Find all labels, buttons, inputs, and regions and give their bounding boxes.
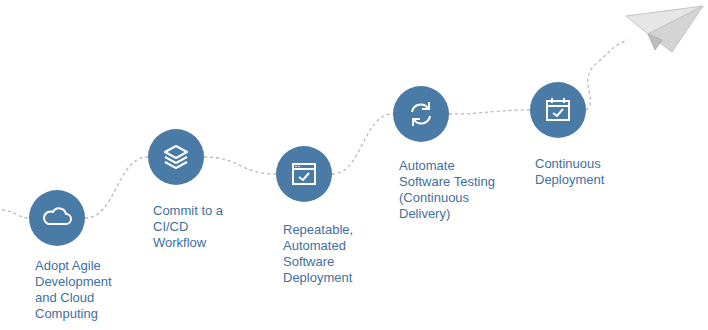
step-circle: Commit to a CI/CD Workflow [148,129,204,185]
step-icon [29,190,85,246]
step-circle: Continuous Deployment [530,82,586,138]
step-circle: Automate Software Testing (Continuous De… [393,86,449,142]
step-icon [148,129,204,185]
step-label: Adopt Agile Development and Cloud Comput… [35,258,127,322]
lead-in-line [2,210,29,218]
tail-line [586,40,628,110]
dashed-path [332,114,393,174]
step-icon [530,82,586,138]
step-icon [276,146,332,202]
paper-plane [626,6,703,52]
step-label: Continuous Deployment [535,156,625,188]
dashed-path [204,157,276,174]
step-circle: Adopt Agile Development and Cloud Comput… [29,190,85,246]
step-icon [393,86,449,142]
step-circle: Repeatable, Automated Software Deploymen… [276,146,332,202]
step-label: Commit to a CI/CD Workflow [153,203,237,251]
step-label: Repeatable, Automated Software Deploymen… [283,222,367,286]
step-label: Automate Software Testing (Continuous De… [399,158,509,222]
dashed-path [449,110,530,114]
dashed-path [85,157,148,218]
